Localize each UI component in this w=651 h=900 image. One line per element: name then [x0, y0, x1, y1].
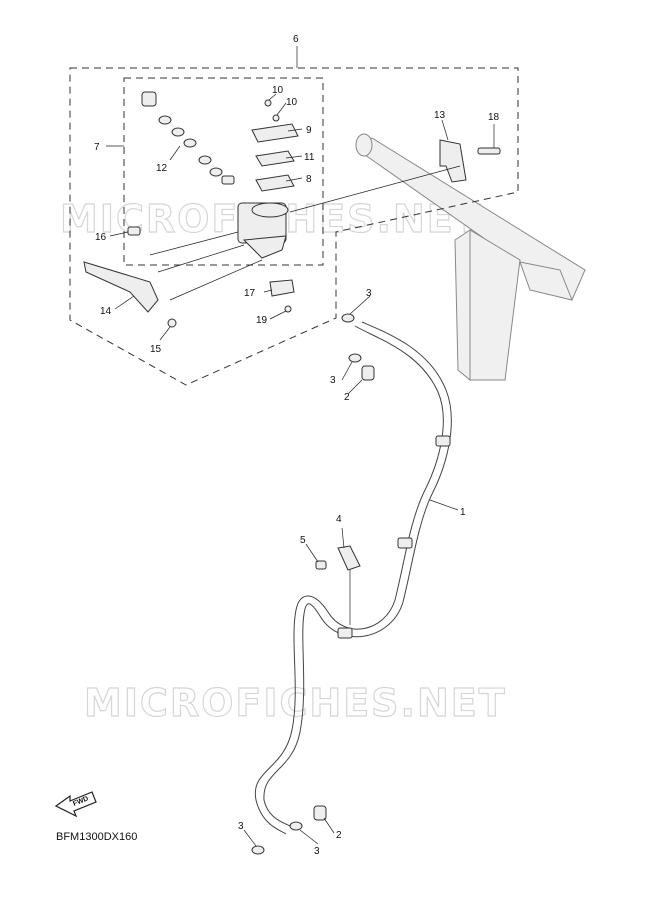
- fwd-arrow-icon: FWD: [54, 791, 97, 818]
- callout-2b: 2: [336, 830, 342, 841]
- callout-1: 1: [460, 507, 466, 518]
- brake-lever: [83, 261, 159, 313]
- callout-14: 14: [100, 306, 112, 317]
- callout-3c: 3: [238, 821, 244, 832]
- callout-11: 11: [304, 152, 315, 163]
- handlebar-illustration: [355, 133, 586, 382]
- assembly-outline-7: [123, 77, 324, 266]
- callout-7: 7: [94, 142, 100, 153]
- callout-18: 18: [488, 112, 500, 123]
- piston-kit: [141, 91, 235, 185]
- assembly-outline-6: [69, 67, 519, 386]
- callout-8: 8: [306, 174, 312, 185]
- reservoir-cap-parts: [251, 99, 299, 192]
- master-cylinder: [237, 202, 289, 259]
- small-parts: [127, 226, 295, 328]
- leader-lines: [106, 46, 495, 847]
- callout-2a: 2: [344, 392, 350, 403]
- callout-10a: 10: [272, 85, 284, 96]
- callout-4: 4: [336, 514, 342, 525]
- callout-3d: 3: [314, 846, 320, 857]
- brake-hose: [254, 321, 452, 835]
- callout-15: 15: [150, 344, 162, 355]
- diagram-code: BFM1300DX160: [56, 831, 137, 843]
- callout-9: 9: [306, 125, 312, 136]
- callout-6: 6: [293, 34, 299, 45]
- callout-19: 19: [256, 315, 268, 326]
- callout-3b: 3: [330, 375, 336, 386]
- callout-3a: 3: [366, 288, 372, 299]
- callout-16: 16: [95, 232, 107, 243]
- callout-13: 13: [434, 110, 446, 121]
- callout-5: 5: [300, 535, 306, 546]
- hose-clamp: [315, 545, 361, 625]
- union-bolts-washers: [251, 313, 375, 855]
- holder-bracket: [439, 139, 501, 183]
- callout-12: 12: [156, 163, 168, 174]
- callout-10b: 10: [286, 97, 298, 108]
- callout-17: 17: [244, 288, 256, 299]
